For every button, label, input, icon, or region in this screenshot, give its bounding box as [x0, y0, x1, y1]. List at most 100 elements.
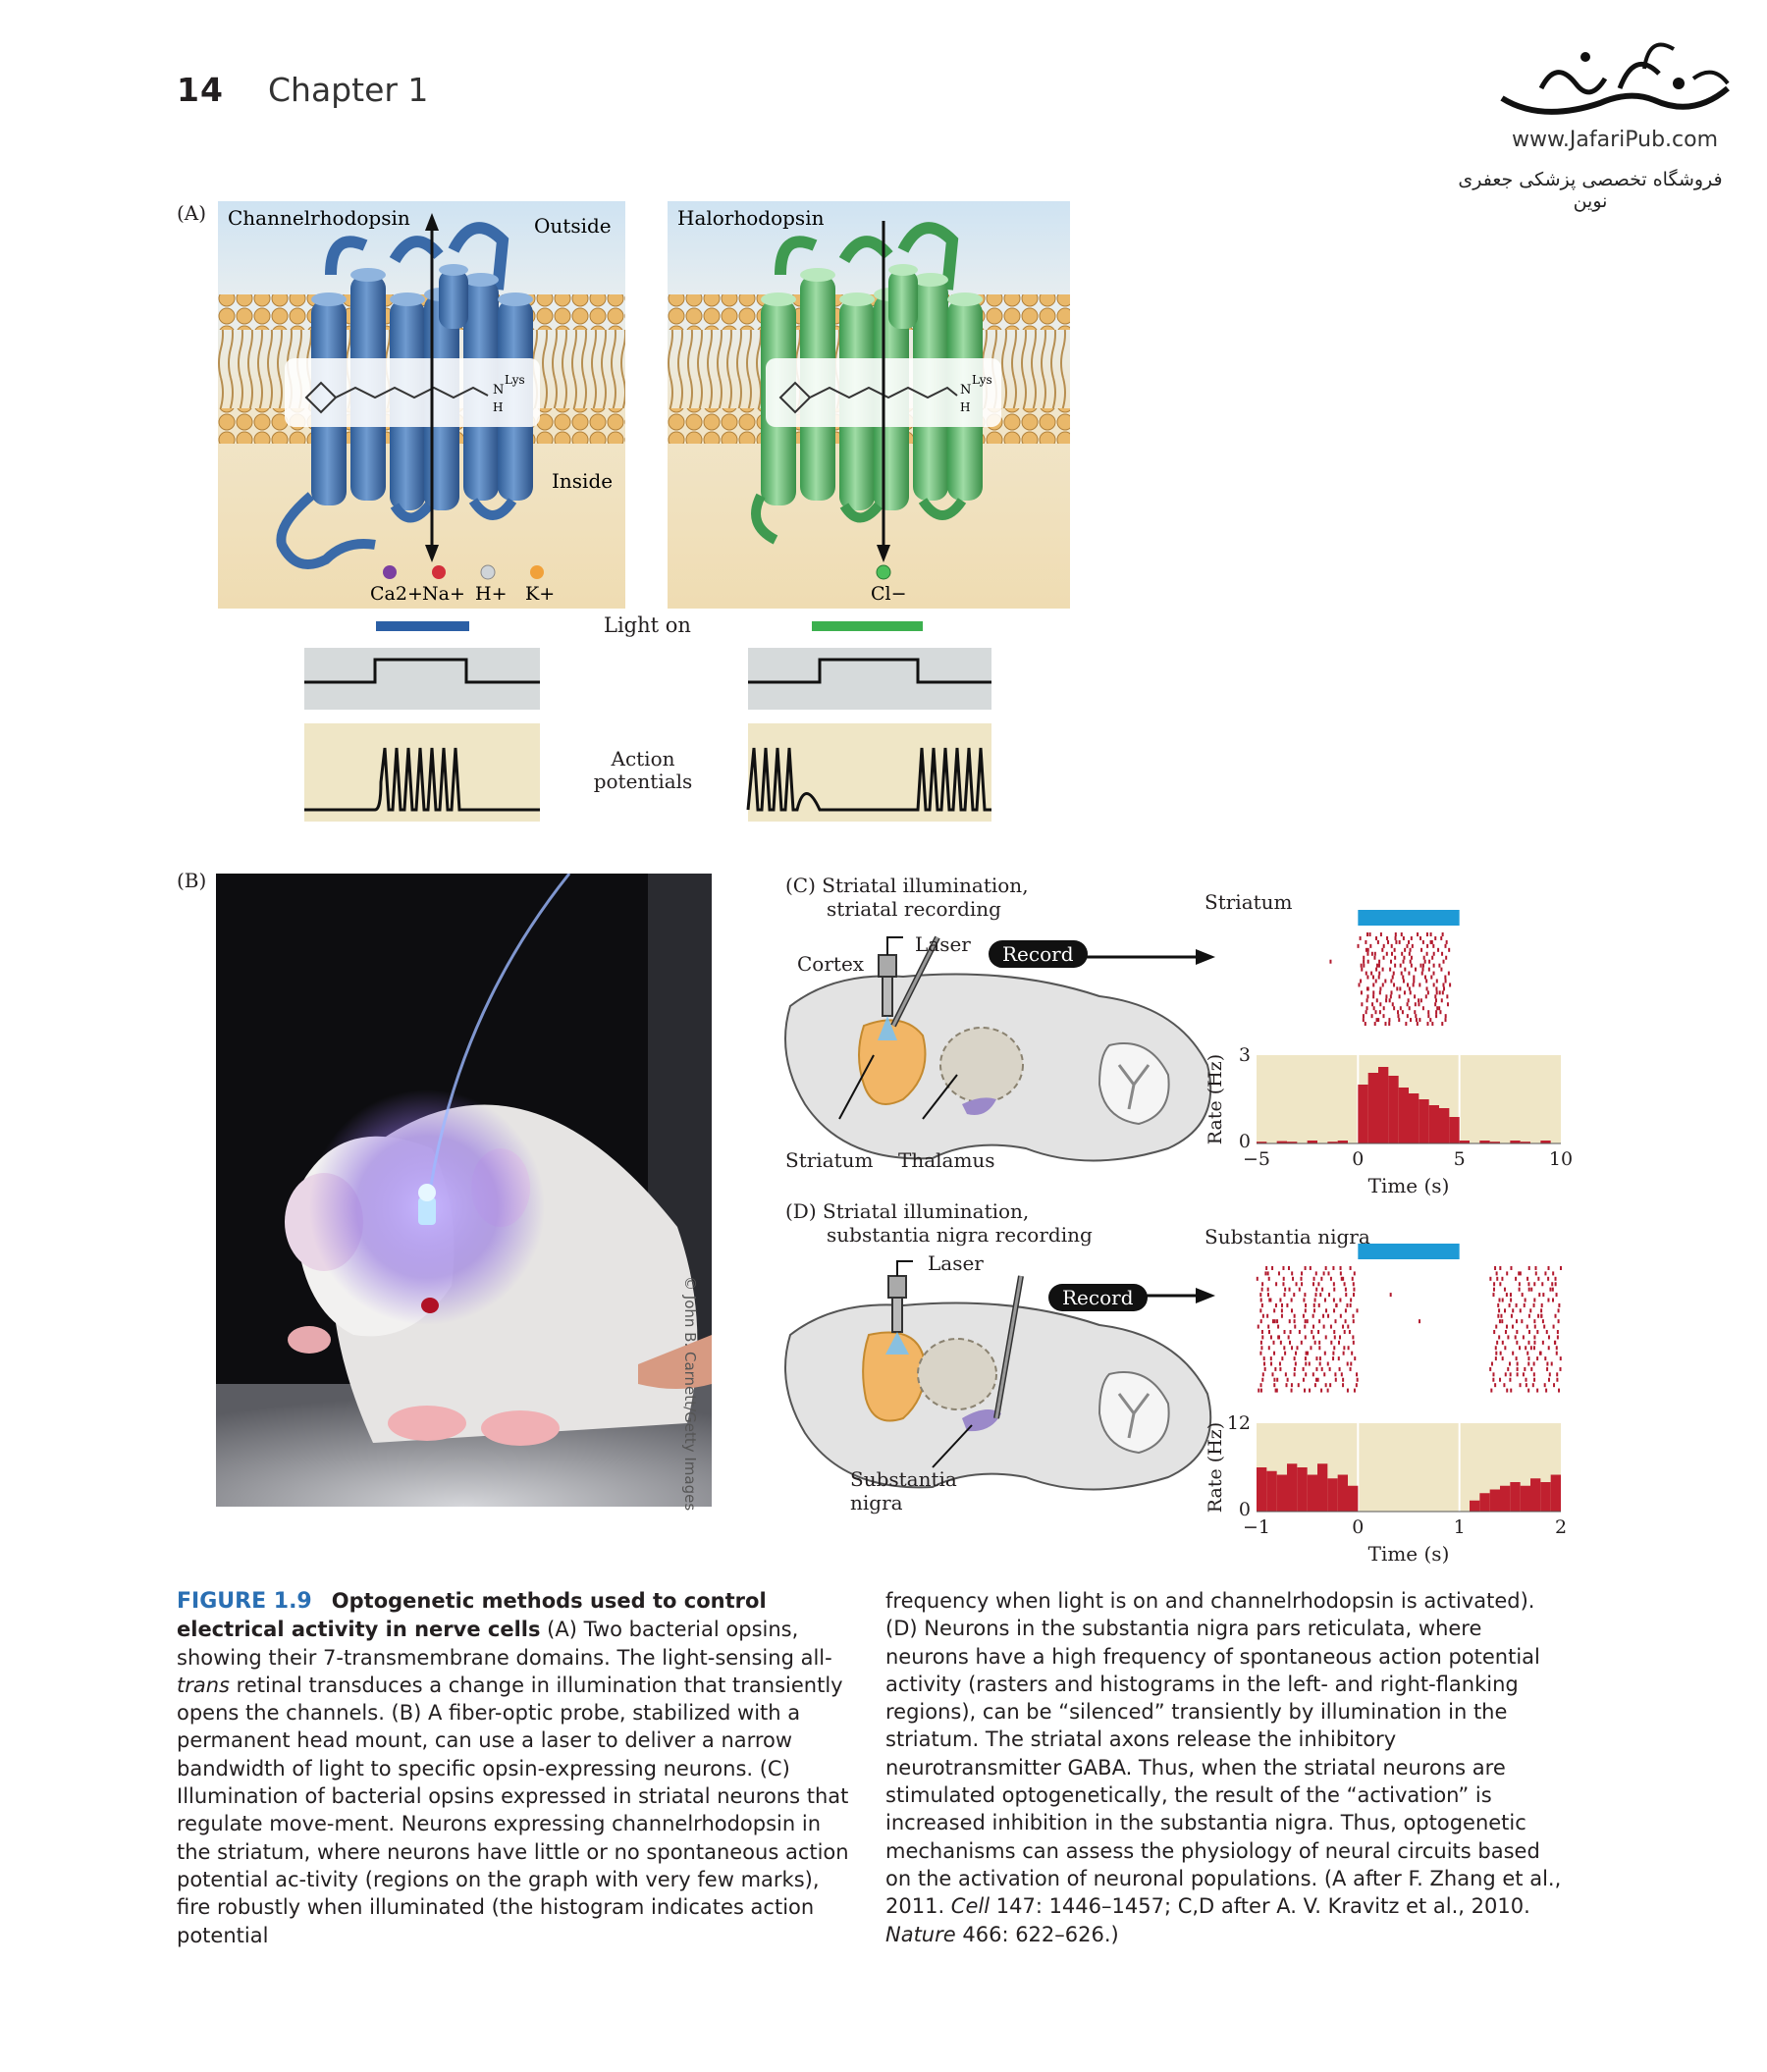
- x-tick-label: 2: [1555, 1516, 1567, 1538]
- light-step-traces: [304, 648, 991, 710]
- histogram-bar: [1530, 1478, 1541, 1512]
- striatum-label: Striatum: [785, 1148, 874, 1172]
- x-tick-label: 1: [1454, 1516, 1466, 1538]
- publisher-tagline: فروشگاه تخصصی پزشکی جعفری نوین: [1458, 169, 1723, 212]
- inside-label: Inside: [552, 469, 613, 493]
- caption-column-2: frequency when light is on and channelrh…: [885, 1587, 1568, 1948]
- histogram-bar: [1479, 1141, 1490, 1143]
- photo-credit: © John B. Carnett/Getty Images: [681, 1276, 699, 1512]
- histogram-bar: [1276, 1474, 1287, 1512]
- caption-text-2a: frequency when light is on and channelrh…: [885, 1589, 1562, 1919]
- cortex-label: Cortex: [797, 952, 865, 976]
- laser-label-c: Laser: [915, 932, 971, 956]
- histogram-bar: [1287, 1142, 1298, 1143]
- histogram-bar: [1367, 1073, 1378, 1143]
- caption-italic-nature: Nature: [885, 1922, 956, 1946]
- action-potentials-line2: potentials: [593, 770, 693, 793]
- light-on-bar: [1358, 1244, 1460, 1259]
- histogram-bar: [1317, 1463, 1328, 1512]
- y-tick-label: 3: [1239, 1044, 1251, 1066]
- histogram-bar: [1327, 1142, 1338, 1143]
- substantia-nigra-label: Substantia nigra: [850, 1467, 957, 1514]
- molecule-n-label-halo: N: [960, 383, 971, 398]
- laser-label-d: Laser: [928, 1251, 984, 1275]
- histogram-bar: [1287, 1463, 1298, 1512]
- publisher-url: www.JafariPub.com: [1511, 128, 1719, 152]
- panel-b-label: (B): [177, 869, 207, 892]
- histogram-bar: [1449, 1117, 1460, 1143]
- histogram-bar: [1297, 1467, 1308, 1512]
- histogram-bar: [1337, 1474, 1348, 1512]
- ion-label-chloride: Cl−: [871, 583, 907, 605]
- sn-label-line2: nigra: [850, 1491, 903, 1514]
- channelrhodopsin-title: Channelrhodopsin: [228, 206, 410, 230]
- histogram-bar: [1428, 1105, 1439, 1143]
- histogram-bar: [1388, 1076, 1399, 1143]
- thalamus-label: Thalamus: [898, 1148, 995, 1172]
- figure-title: Optogenetic methods used to control elec…: [177, 1589, 767, 1642]
- caption-column-1: FIGURE 1.9 Optogenetic methods used to c…: [177, 1587, 859, 1949]
- molecule-n-label: N: [493, 383, 504, 398]
- x-tick-label: −5: [1243, 1148, 1270, 1170]
- histogram-bar: [1327, 1478, 1338, 1512]
- molecule-lys-label: Lys: [505, 373, 525, 387]
- histogram-bar: [1307, 1141, 1317, 1143]
- histogram-bar: [1257, 1467, 1267, 1512]
- proton-ion-icon: [480, 564, 496, 580]
- histogram-bar: [1540, 1482, 1551, 1512]
- light-on-label: Light on: [604, 613, 691, 637]
- y-tick-label: 0: [1239, 1499, 1251, 1520]
- brain-diagram-d: [784, 1260, 1215, 1491]
- chapter-title: Chapter 1: [268, 71, 429, 109]
- histogram-bar: [1398, 1088, 1409, 1143]
- panel-a-label: (A): [177, 201, 207, 225]
- molecule-h-label-halo: H: [960, 400, 970, 414]
- caption-italic-trans: trans: [177, 1673, 230, 1697]
- histogram-bar: [1409, 1093, 1419, 1143]
- histogram-bar: [1459, 1141, 1470, 1143]
- channelrhodopsin-diagram: N Lys H Channelrhodopsin Outside Inside …: [218, 201, 625, 609]
- histogram-bar: [1257, 1142, 1267, 1143]
- caption-italic-cell: Cell: [950, 1894, 991, 1919]
- histogram-bar: [1540, 1141, 1551, 1143]
- light-on-bar-blue: [376, 621, 469, 631]
- action-potentials-label: Action potentials: [589, 748, 697, 793]
- panel-d-title: (D) Striatal illumination, substantia ni…: [785, 1199, 1093, 1247]
- light-on-bar: [1358, 910, 1460, 926]
- histogram-bar: [1470, 1500, 1480, 1512]
- sn-label-line1: Substantia: [850, 1467, 957, 1491]
- panel-d-title-line2: substantia nigra recording: [827, 1223, 1093, 1247]
- x-axis-label: Time (s): [1368, 1542, 1450, 1566]
- molecule-h-label: H: [493, 400, 503, 414]
- panel-c-title: (C) Striatal illumination, striatal reco…: [785, 874, 1029, 921]
- record-badge-c: Record: [989, 940, 1088, 968]
- y-axis-label: Rate (Hz): [1205, 1054, 1226, 1144]
- brain-diagram-c: [784, 935, 1215, 1162]
- record-badge-d: Record: [1048, 1284, 1148, 1311]
- y-axis-label: Rate (Hz): [1205, 1422, 1226, 1513]
- x-tick-label: 10: [1549, 1148, 1573, 1170]
- panel-c-title-line1: (C) Striatal illumination,: [785, 874, 1029, 897]
- x-tick-label: −1: [1243, 1516, 1270, 1538]
- histogram-bar: [1378, 1067, 1389, 1143]
- histogram-bar: [1348, 1485, 1359, 1512]
- histogram-bar: [1550, 1474, 1561, 1512]
- ion-label-sodium: Na+: [422, 583, 465, 605]
- calcium-ion-icon: [383, 565, 397, 579]
- panel-d-title-line1: (D) Striatal illumination,: [785, 1199, 1030, 1223]
- figure-label: FIGURE 1.9: [177, 1589, 312, 1614]
- sodium-ion-icon: [432, 565, 446, 579]
- caption-text-2b: 147: 1446–1457; C,D after A. V. Kravitz …: [990, 1894, 1530, 1919]
- caption-text-2c: 466: 622–626.): [955, 1922, 1119, 1946]
- light-on-bar-green: [812, 621, 923, 631]
- histogram-bar: [1489, 1142, 1500, 1143]
- histogram-bar: [1489, 1489, 1500, 1512]
- page-number: 14: [177, 71, 224, 109]
- chloride-ion-icon: [876, 564, 891, 580]
- histogram-bar: [1500, 1485, 1511, 1512]
- histogram-bar: [1266, 1470, 1277, 1512]
- halorhodopsin-diagram: N Lys H Halorhodopsin Cl−: [668, 201, 1070, 609]
- histogram-bar: [1337, 1141, 1348, 1143]
